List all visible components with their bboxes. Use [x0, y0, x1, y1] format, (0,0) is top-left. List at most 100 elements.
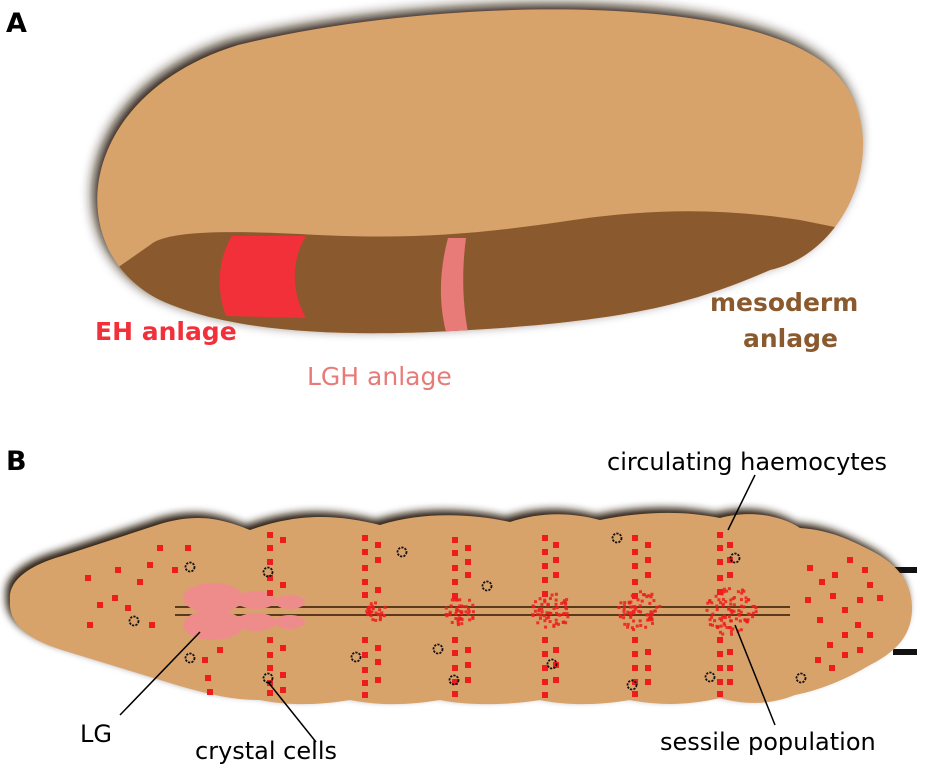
sessile-haemocyte — [739, 598, 743, 602]
sessile-haemocyte — [458, 609, 462, 613]
sessile-haemocyte — [454, 616, 458, 620]
sessile-haemocyte — [554, 602, 558, 606]
circulating-haemocyte — [727, 665, 733, 671]
sessile-haemocyte — [455, 606, 459, 610]
sessile-haemocyte — [744, 600, 748, 604]
sessile-haemocyte — [722, 590, 726, 594]
sessile-haemocyte — [548, 596, 552, 600]
sessile-haemocyte — [734, 617, 738, 621]
crystal-cell — [626, 679, 638, 691]
circulating-haemocyte — [137, 579, 143, 585]
sessile-haemocyte — [653, 609, 657, 613]
sessile-haemocyte — [725, 589, 729, 593]
sessile-haemocyte — [721, 615, 725, 619]
sessile-haemocyte — [539, 613, 543, 617]
circulating-haemocyte — [632, 665, 638, 671]
sessile-haemocyte — [708, 618, 712, 622]
sessile-haemocyte — [747, 598, 751, 602]
crystal-cell — [432, 643, 444, 655]
sessile-haemocyte — [458, 604, 462, 608]
sessile-haemocyte — [739, 604, 743, 608]
circulating-haemocyte — [375, 542, 381, 548]
lgh-anlage-stripe — [440, 238, 468, 332]
sessile-haemocyte — [367, 605, 371, 609]
circulating-haemocyte — [465, 677, 471, 683]
sessile-haemocyte — [468, 598, 472, 602]
sessile-haemocyte — [718, 617, 722, 621]
sessile-haemocyte — [649, 610, 653, 614]
circulating-haemocyte — [362, 579, 368, 585]
sessile-haemocyte — [708, 623, 712, 627]
sessile-haemocyte — [622, 604, 626, 608]
circulating-haemocyte — [727, 542, 733, 548]
crystal-cell — [481, 580, 493, 592]
circulating-haemocyte — [632, 563, 638, 569]
sessile-haemocyte — [373, 601, 377, 605]
circulating-haemocyte — [375, 645, 381, 651]
circulating-haemocyte — [362, 667, 368, 673]
sessile-haemocyte — [471, 615, 475, 619]
circulating-haemocyte — [375, 677, 381, 683]
sessile-haemocyte — [459, 617, 463, 621]
sessile-haemocyte — [721, 597, 725, 601]
circulating-haemocyte — [375, 659, 381, 665]
sessile-haemocyte — [457, 616, 461, 620]
sessile-haemocyte — [458, 598, 462, 602]
circulating-haemocyte — [280, 687, 286, 693]
circulating-haemocyte — [362, 680, 368, 686]
circulating-haemocyte — [267, 590, 273, 596]
sessile-pointer-line — [734, 624, 776, 726]
sessile-haemocyte — [564, 602, 568, 606]
sessile-haemocyte — [456, 623, 460, 627]
circulating-haemocyte — [147, 562, 153, 568]
sessile-haemocyte — [558, 613, 562, 617]
lymph-gland-lobe — [183, 610, 243, 640]
circulating-haemocyte — [375, 587, 381, 593]
sessile-haemocyte — [371, 618, 375, 622]
circulating-haemocyte — [632, 535, 638, 541]
sessile-haemocyte — [536, 613, 540, 617]
sessile-haemocyte — [538, 616, 542, 620]
lymph-gland-lobe — [275, 615, 305, 629]
sessile-haemocyte — [710, 615, 714, 619]
sessile-haemocyte — [543, 598, 547, 602]
sessile-haemocyte — [554, 611, 558, 615]
sessile-haemocyte — [631, 609, 635, 613]
circulating-haemocyte — [362, 652, 368, 658]
sessile-haemocyte — [708, 599, 712, 603]
sessile-haemocyte — [365, 609, 369, 613]
sessile-haemocyte — [623, 601, 627, 605]
sessile-haemocyte — [566, 615, 570, 619]
sessile-haemocyte — [648, 601, 652, 605]
circulating-haemocyte — [842, 632, 848, 638]
larva-body — [9, 512, 913, 705]
sessile-haemocyte — [623, 613, 627, 617]
sessile-haemocyte — [655, 605, 659, 609]
sessile-haemocyte — [727, 587, 731, 591]
circulating-haemocyte — [717, 545, 723, 551]
crystal-cell — [448, 674, 460, 686]
circulating-haemocyte — [87, 622, 93, 628]
sessile-haemocyte — [715, 608, 719, 612]
sessile-haemocyte — [629, 605, 633, 609]
sessile-haemocyte — [724, 600, 728, 604]
sessile-haemocyte — [378, 614, 382, 618]
crystal-cells — [128, 532, 807, 691]
sessile-haemocyte — [370, 604, 374, 608]
sessile-haemocyte — [547, 611, 551, 615]
sessile-haemocyte — [728, 626, 732, 630]
sessile-haemocyte — [454, 612, 458, 616]
circulating-haemocyte — [97, 602, 103, 608]
circulating-haemocyte — [185, 545, 191, 551]
circulating-haemocyte — [553, 542, 559, 548]
sessile-haemocyte — [554, 598, 558, 602]
sessile-haemocyte — [543, 600, 547, 604]
circulating-haemocyte — [553, 572, 559, 578]
circulating-haemocytes-label: circulating haemocytes — [607, 448, 887, 476]
lgh-anlage-label: LGH anlage — [307, 362, 452, 391]
sessile-haemocyte — [639, 610, 643, 614]
sessile-haemocyte — [637, 609, 641, 613]
sessile-haemocyte — [632, 619, 636, 623]
sessile-haemocyte — [722, 621, 726, 625]
lg-pointer-line — [119, 631, 201, 716]
